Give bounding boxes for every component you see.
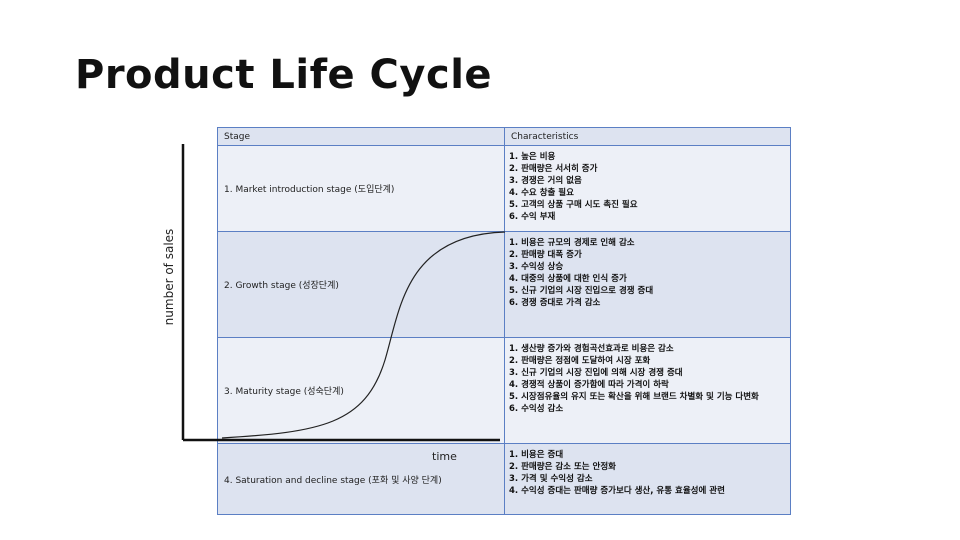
characteristic-item: 3. 가격 및 수익성 감소: [509, 474, 593, 484]
stage-4-label: 4. Saturation and decline stage (포화 및 사양…: [218, 444, 505, 514]
stage-2-label: 2. Growth stage (성장단계): [218, 232, 505, 338]
characteristic-item: 3. 경쟁은 거의 없음: [509, 176, 582, 186]
stage-table: Stage Characteristics 1. Market introduc…: [217, 127, 791, 515]
characteristic-item: 2. 판매량 대폭 증가: [509, 250, 582, 260]
y-axis-label: number of sales: [162, 228, 176, 326]
characteristic-item: 5. 고객의 상품 구매 시도 촉진 필요: [509, 200, 638, 210]
characteristic-item: 1. 생산량 증가와 경험곡선효과로 비용은 감소: [509, 344, 674, 354]
characteristic-item: 2. 판매량은 서서히 증가: [509, 164, 598, 174]
characteristic-item: 1. 비용은 규모의 경제로 인해 감소: [509, 238, 635, 248]
characteristic-item: 4. 대중의 상품에 대한 인식 증가: [509, 274, 627, 284]
characteristic-item: 1. 높은 비용: [509, 152, 556, 162]
sales-s-curve: [221, 231, 506, 439]
header-characteristics: Characteristics: [505, 128, 790, 146]
x-axis-label: time: [432, 450, 457, 463]
characteristic-item: 4. 수익성 증대는 판매량 증가보다 생산, 유통 효율성에 관련: [509, 486, 725, 496]
characteristic-item: 3. 신규 기업의 시장 진입에 의해 시장 경쟁 증대: [509, 368, 683, 378]
stage-4-characteristics: 1. 비용은 증대 2. 판매량은 감소 또는 안정화 3. 가격 및 수익성 …: [505, 444, 790, 514]
stage-2-characteristics: 1. 비용은 규모의 경제로 인해 감소 2. 판매량 대폭 증가 3. 수익성…: [505, 232, 790, 338]
characteristic-item: 5. 시장점유율의 유지 또는 확산을 위해 브랜드 차별화 및 기능 다변화: [509, 392, 759, 402]
characteristic-item: 6. 수익성 감소: [509, 404, 564, 414]
characteristic-item: 2. 판매량은 정점에 도달하여 시장 포화: [509, 356, 651, 366]
stage-1-label: 1. Market introduction stage (도입단계): [218, 146, 505, 232]
characteristic-item: 1. 비용은 증대: [509, 450, 564, 460]
page-title: Product Life Cycle: [75, 52, 493, 98]
characteristic-item: 3. 수익성 상승: [509, 262, 564, 272]
stage-1-characteristics: 1. 높은 비용 2. 판매량은 서서히 증가 3. 경쟁은 거의 없음 4. …: [505, 146, 790, 232]
characteristic-item: 4. 경쟁적 상품이 증가함에 따라 가격이 하락: [509, 380, 669, 390]
characteristic-item: 2. 판매량은 감소 또는 안정화: [509, 462, 617, 472]
characteristic-item: 6. 수익 부재: [509, 212, 556, 222]
stage-3-characteristics: 1. 생산량 증가와 경험곡선효과로 비용은 감소 2. 판매량은 정점에 도달…: [505, 338, 790, 444]
characteristic-item: 5. 신규 기업의 시장 진입으로 경쟁 증대: [509, 286, 654, 296]
header-stage: Stage: [218, 128, 505, 146]
characteristic-item: 4. 수요 창출 필요: [509, 188, 574, 198]
characteristic-item: 6. 경쟁 증대로 가격 감소: [509, 298, 601, 308]
stage-3-label: 3. Maturity stage (성숙단계): [218, 338, 505, 444]
